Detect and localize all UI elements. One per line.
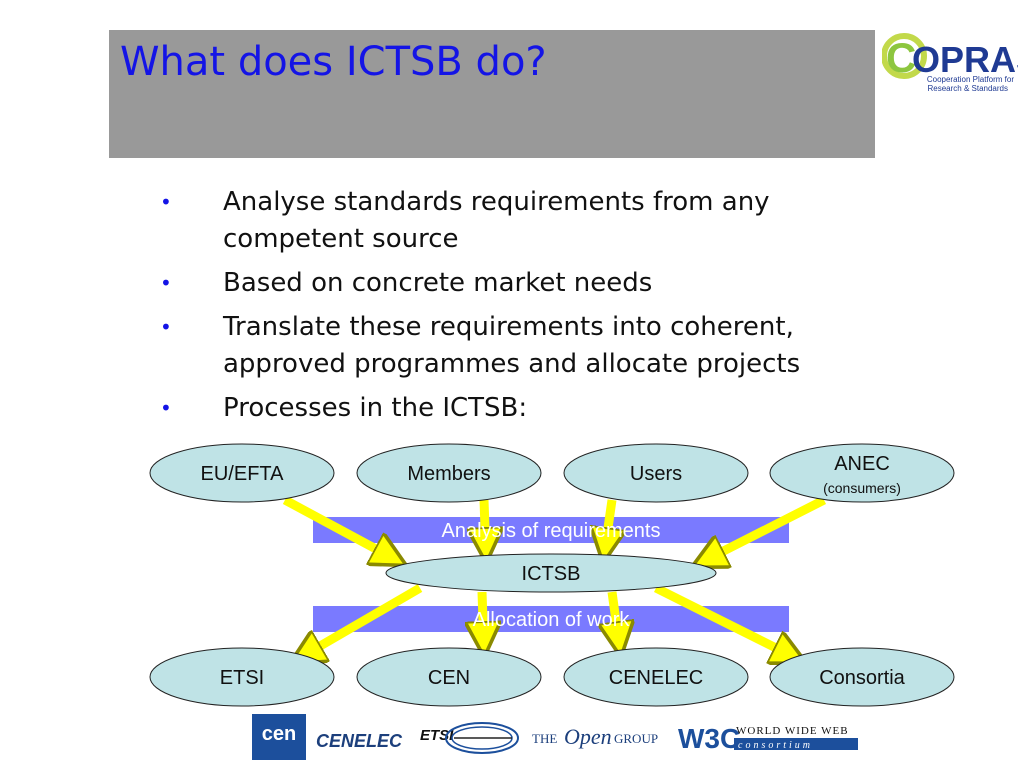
- etsi-logo: ETSI: [420, 722, 519, 754]
- arrow-ictsb-etsi: [296, 584, 423, 660]
- w3c-logo: W3C WORLD WIDE WEB consortium: [678, 723, 858, 754]
- arrow-ictsb-consortia: [653, 583, 800, 660]
- arrow-anec-ictsb: [698, 495, 827, 564]
- slide-title: What does ICTSB do?: [120, 39, 547, 85]
- node-ictsb-label: ICTSB: [522, 563, 581, 585]
- analysis-band-label: Analysis of requirements: [442, 520, 661, 542]
- node-etsi-label: ETSI: [220, 667, 264, 689]
- bullet-item: •Processes in the ICTSB:: [150, 390, 910, 427]
- node-euefta-label: EU/EFTA: [201, 463, 285, 485]
- node-cen: [356, 647, 542, 707]
- node-euefta: [149, 443, 335, 503]
- node-members: [356, 443, 542, 503]
- node-cen-label: CEN: [428, 667, 470, 689]
- arrow-members-ictsb: [484, 499, 486, 556]
- node-etsi: [149, 647, 335, 707]
- node-consortia: [769, 647, 955, 707]
- node-consortia-label: Consortia: [819, 667, 905, 689]
- svg-text:ETSI: ETSI: [420, 727, 454, 744]
- node-users-label: Users: [630, 463, 682, 485]
- node-anec-label: ANEC: [834, 453, 890, 475]
- opras-wordmark: OPRAS: [912, 39, 1018, 80]
- node-anec-sublabel: (consumers): [823, 480, 901, 496]
- node-cenelec: [563, 647, 749, 707]
- arrow-users-ictsb: [604, 499, 612, 556]
- svg-text:cen: cen: [262, 723, 296, 745]
- svg-text:WORLD WIDE WEB: WORLD WIDE WEB: [736, 725, 849, 737]
- svg-text:Open: Open: [564, 724, 612, 749]
- bullet-icon: •: [160, 396, 172, 420]
- opras-ring-icon: [881, 33, 927, 79]
- svg-text:THE: THE: [532, 731, 557, 746]
- footer-logos: cen CENELEC ETSI THE Open GROUP W3C WORL…: [252, 714, 858, 760]
- opras-tagline-1: Cooperation Platform for: [927, 75, 1014, 84]
- bullet-icon: •: [160, 271, 172, 295]
- node-users: [563, 443, 749, 503]
- opras-lead-letter: C: [886, 34, 916, 81]
- title-band: [109, 30, 875, 158]
- bullet-icon: •: [160, 315, 172, 339]
- node-anec: [769, 443, 955, 503]
- bullet-item: •Translate these requirements into coher…: [150, 309, 910, 383]
- opras-logo: C OPRAS Cooperation Platform for Researc…: [881, 30, 1024, 102]
- arrow-ictsb-cenelec: [612, 591, 620, 650]
- opras-tagline-2: Research & Standards: [928, 84, 1009, 93]
- bullet-item: •Analyse standards requirements from any…: [150, 184, 910, 258]
- cenelec-logo: CENELEC: [316, 731, 403, 751]
- cen-logo: cen: [252, 714, 306, 760]
- node-members-label: Members: [407, 463, 490, 485]
- bullet-list: •Analyse standards requirements from any…: [150, 184, 910, 434]
- allocation-band-label: Allocation of work: [473, 609, 631, 631]
- open-group-logo: THE Open GROUP: [532, 724, 658, 749]
- arrow-ictsb-cen: [482, 591, 484, 650]
- svg-text:consortium: consortium: [738, 740, 813, 751]
- node-ictsb: [385, 553, 717, 593]
- bullet-item: •Based on concrete market needs: [150, 265, 910, 302]
- arrow-euefta-ictsb: [282, 496, 400, 562]
- svg-text:W3C: W3C: [678, 723, 740, 754]
- bullet-icon: •: [160, 190, 172, 214]
- node-cenelec-label: CENELEC: [609, 667, 703, 689]
- svg-text:GROUP: GROUP: [614, 731, 658, 746]
